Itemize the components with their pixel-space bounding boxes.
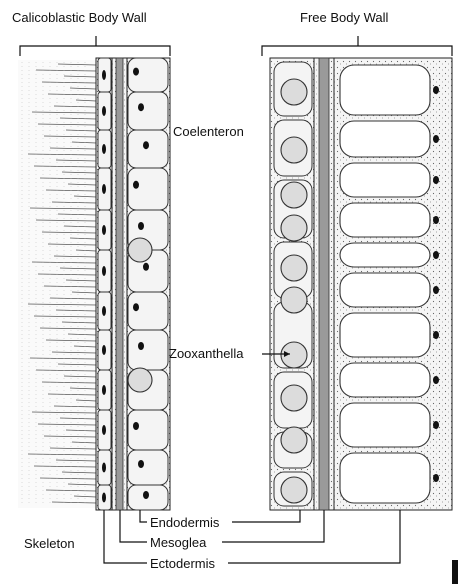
calicoblastic-endoderm-cell xyxy=(128,130,168,168)
cell-nucleus xyxy=(102,106,106,116)
mesoglea-label: Mesoglea xyxy=(150,535,207,550)
zooxanthella-cell xyxy=(281,255,307,281)
cell-nucleus xyxy=(433,176,439,184)
cell-nucleus xyxy=(133,422,139,430)
free-wall-title: Free Body Wall xyxy=(300,10,388,25)
endodermal-vacuole xyxy=(340,273,430,307)
zooxanthella-cell xyxy=(281,427,307,453)
zooxanthella-cell xyxy=(281,137,307,163)
cell-nucleus xyxy=(102,266,106,276)
cell-nucleus xyxy=(133,68,139,76)
calicoblastic-wall-title: Calicoblastic Body Wall xyxy=(12,10,147,25)
zooxanthella-label: Zooxanthella xyxy=(169,346,244,361)
cell-nucleus xyxy=(143,491,149,499)
cell-nucleus xyxy=(433,286,439,294)
calicoblastic-endoderm-cell xyxy=(128,58,168,92)
coelenteron-label: Coelenteron xyxy=(173,124,244,139)
cell-nucleus xyxy=(102,493,106,503)
cell-nucleus xyxy=(433,421,439,429)
cell-nucleus xyxy=(143,141,149,149)
cell-nucleus xyxy=(433,86,439,94)
corner-mark xyxy=(452,560,458,584)
endodermal-vacuole xyxy=(340,65,430,115)
ectodermis-label: Ectodermis xyxy=(150,556,216,571)
cell-nucleus xyxy=(102,70,106,80)
calicoblastic-endoderm-cell xyxy=(128,410,168,450)
endodermal-vacuole xyxy=(340,203,430,237)
zooxanthella-cell xyxy=(281,385,307,411)
endodermal-vacuole xyxy=(340,243,430,267)
endodermal-vacuole xyxy=(340,363,430,397)
zooxanthella-cell xyxy=(281,287,307,313)
skeleton-label: Skeleton xyxy=(24,536,75,551)
cell-nucleus xyxy=(102,385,106,395)
cell-nucleus xyxy=(102,425,106,435)
endodermal-vacuole xyxy=(340,453,430,503)
right-mesoglea-layer xyxy=(319,58,329,510)
left-mesoglea-layer xyxy=(116,58,123,510)
zooxanthella-cell xyxy=(281,182,307,208)
calicoblastic-cells xyxy=(98,58,168,510)
cell-nucleus xyxy=(102,184,106,194)
calicoblastic-endoderm-cell xyxy=(128,450,168,485)
zooxanthella-cell xyxy=(281,477,307,503)
endodermal-vacuole xyxy=(340,313,430,357)
zooxanthella-cell xyxy=(281,215,307,241)
calicoblastic-endoderm-cell xyxy=(128,292,168,330)
free-wall-bracket xyxy=(262,36,452,56)
cell-nucleus xyxy=(102,463,106,473)
endodermal-vacuoles xyxy=(340,65,439,503)
cell-nucleus xyxy=(433,216,439,224)
cell-nucleus xyxy=(138,222,144,230)
cell-nucleus xyxy=(102,345,106,355)
cell-nucleus xyxy=(433,251,439,259)
zooxanthella-cell xyxy=(128,238,152,262)
zooxanthella-cell xyxy=(281,79,307,105)
calicoblastic-endoderm-cell xyxy=(128,330,168,370)
endodermal-vacuole xyxy=(340,121,430,157)
cell-nucleus xyxy=(433,135,439,143)
calicoblastic-endoderm-cell xyxy=(128,168,168,210)
cell-nucleus xyxy=(102,225,106,235)
cell-nucleus xyxy=(433,331,439,339)
cell-nucleus xyxy=(133,181,139,189)
cell-nucleus xyxy=(102,144,106,154)
free-wall-cells xyxy=(274,62,312,506)
zooxanthella-cell xyxy=(128,368,152,392)
cell-nucleus xyxy=(138,342,144,350)
endodermis-label: Endodermis xyxy=(150,515,220,530)
cell-nucleus xyxy=(138,460,144,468)
cell-nucleus xyxy=(433,474,439,482)
endodermal-vacuole xyxy=(340,403,430,447)
cell-nucleus xyxy=(138,103,144,111)
skeleton-region xyxy=(18,60,96,508)
cell-nucleus xyxy=(133,303,139,311)
calicoblastic-bracket xyxy=(20,36,170,56)
calicoblastic-body-wall xyxy=(96,58,170,510)
endodermal-vacuole xyxy=(340,163,430,197)
cell-nucleus xyxy=(143,263,149,271)
ectodermis-leaders xyxy=(104,510,400,563)
calicoblastic-endoderm-cell xyxy=(128,92,168,130)
cell-nucleus xyxy=(433,376,439,384)
cell-nucleus xyxy=(102,306,106,316)
free-body-wall xyxy=(270,58,452,510)
